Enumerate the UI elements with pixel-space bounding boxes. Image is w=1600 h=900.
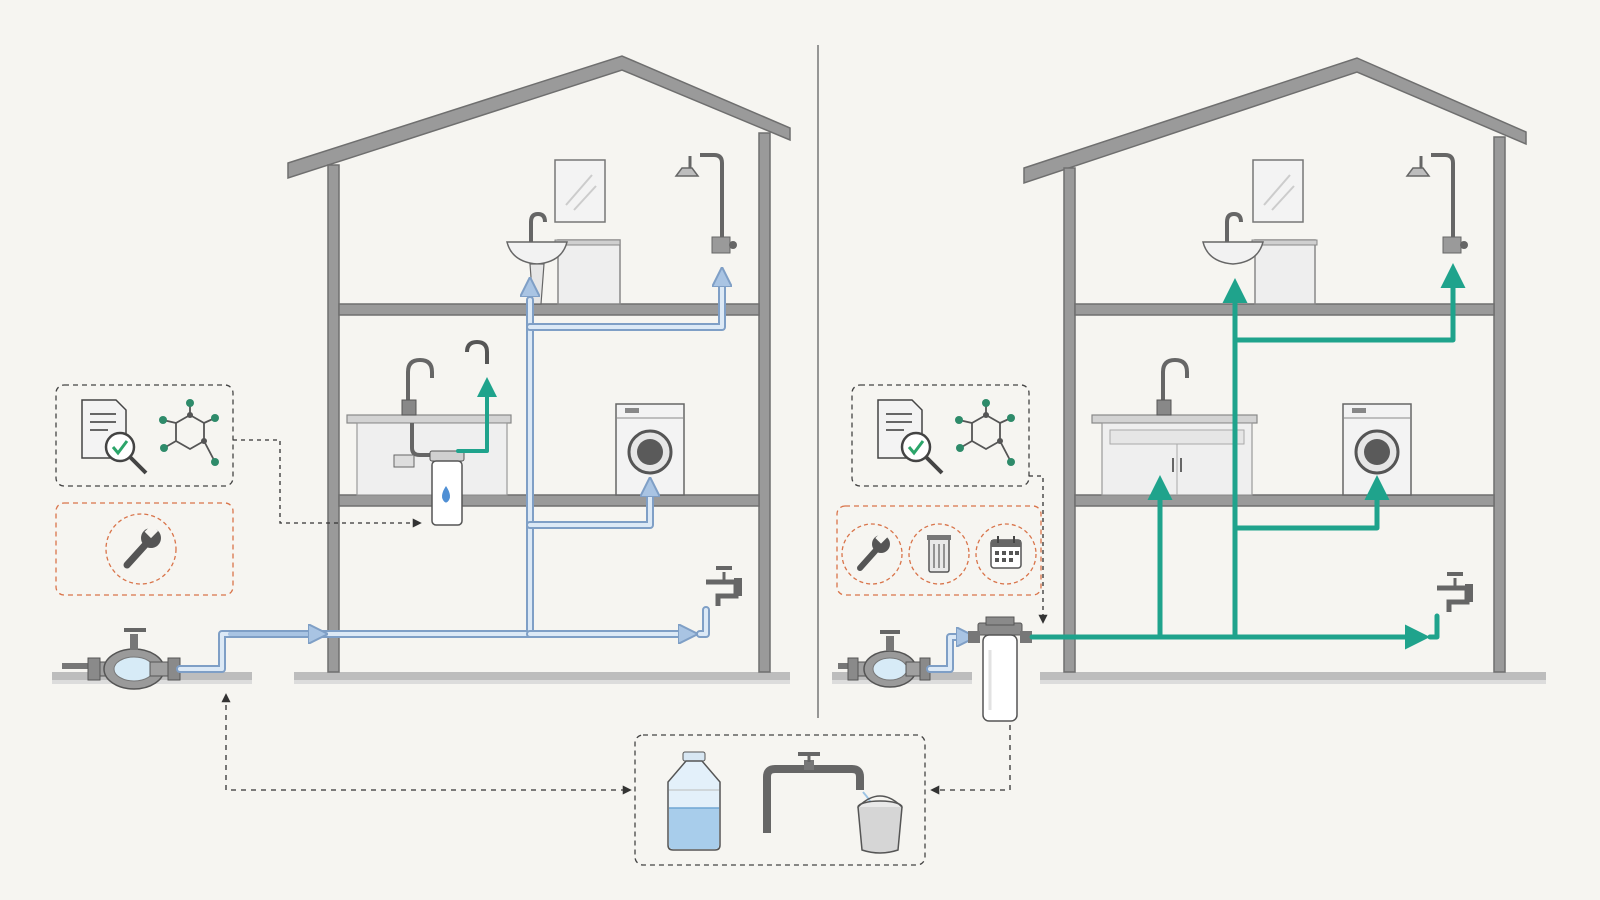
wrench-icon [857, 531, 890, 571]
kitchen-faucet-right [1156, 357, 1189, 416]
bathroom-cabinet-right [1251, 239, 1318, 305]
bathroom-sink-right [1202, 211, 1264, 265]
document-magnifier-check-icon [81, 399, 148, 475]
house-left [287, 55, 791, 673]
service-callout-left [55, 502, 234, 596]
connector-right-to-alternatives [930, 725, 1011, 795]
service-callout-right [836, 505, 1042, 596]
washing-machine-right [1342, 403, 1412, 496]
whole-house-filter-right [968, 616, 1032, 722]
test-callout-left [55, 384, 234, 487]
wrench-icon [123, 524, 161, 569]
bathroom-cabinet [554, 239, 621, 305]
untreated-pipe-right [926, 637, 968, 673]
water-jug-icon [667, 751, 721, 851]
kitchen-counter-right [1091, 414, 1258, 496]
molecule-icon [159, 399, 219, 466]
outdoor-spigot-right [1437, 572, 1473, 612]
main-valve-left [62, 628, 181, 690]
main-valve-right [838, 630, 931, 688]
connector-test-to-filter-left [233, 439, 422, 528]
kitchen-faucet-left [401, 357, 434, 416]
connector-left-to-alternatives [221, 693, 632, 795]
test-callout-right [851, 384, 1030, 487]
treated-pipes-right [1029, 263, 1466, 650]
outdoor-spigot-left [706, 566, 742, 606]
panel-point-of-use [52, 55, 791, 690]
tap-bucket-icon [763, 752, 903, 854]
house-right [1023, 57, 1527, 673]
document-magnifier-check-icon [877, 399, 944, 475]
undersink-filter-left [429, 450, 465, 526]
treated-pipe-left [456, 377, 497, 453]
bathroom-mirror [554, 159, 606, 223]
shower-right [1405, 153, 1468, 254]
shared-alternative-callout [634, 734, 926, 866]
shower-left [674, 153, 737, 254]
untreated-pipes-left [176, 275, 722, 673]
filter-cartridge-icon [927, 535, 951, 573]
calendar-icon [990, 536, 1022, 569]
molecule-icon [955, 399, 1015, 466]
panel-point-of-entry [832, 57, 1546, 722]
ground-right [832, 672, 1546, 684]
drinking-tap-left [465, 339, 489, 364]
bathroom-mirror-right [1252, 159, 1304, 223]
